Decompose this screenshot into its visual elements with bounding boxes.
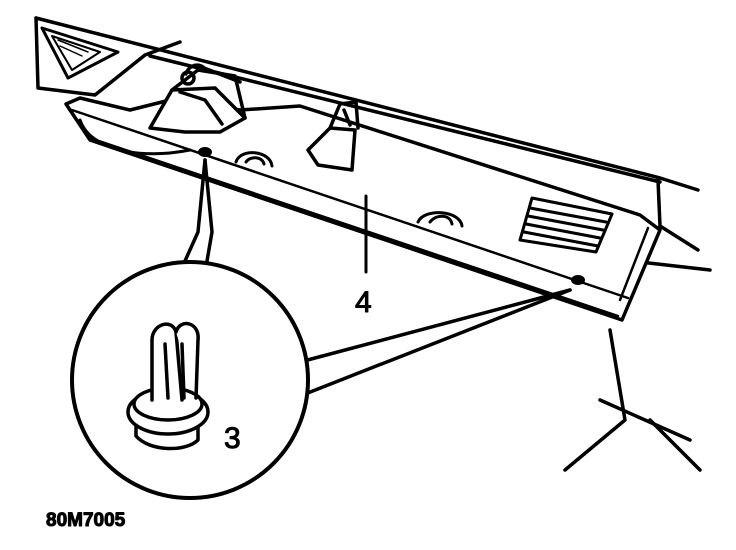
callout-3: 3 [224,422,241,455]
callout-4: 4 [355,286,372,319]
speaker-grille [518,196,614,254]
vent-triangle [40,26,120,80]
steering-column-shroud [148,63,247,134]
trim-clip-icon [126,321,210,451]
figure-reference: 80M7005 [46,510,126,531]
magnified-view [70,260,310,500]
trim-panel [64,96,662,322]
clip-locations [198,147,585,285]
connector-bracket [306,100,360,172]
panel-slots [234,151,464,228]
